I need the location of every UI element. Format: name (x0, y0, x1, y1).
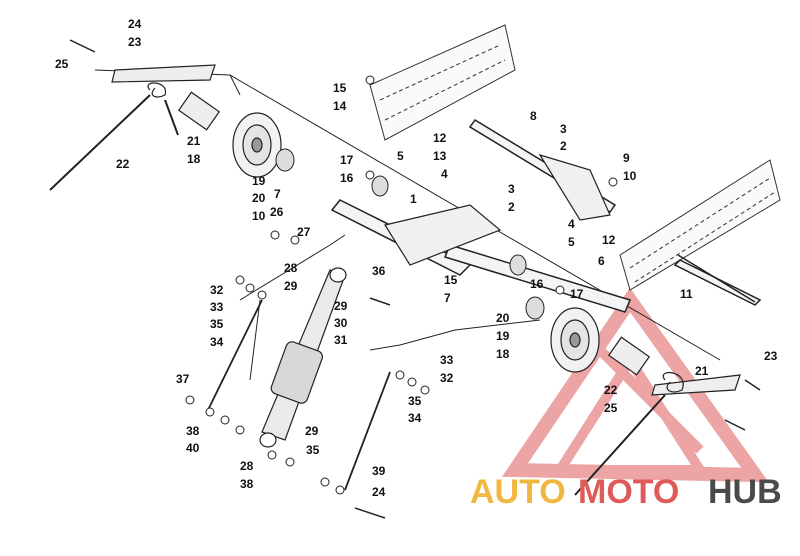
callout-label: 13 (433, 149, 447, 163)
callout-label: 24 (128, 17, 142, 31)
callout-label: 2 (508, 200, 515, 214)
callout-label: 15 (444, 273, 458, 287)
callout-label: 31 (334, 333, 348, 347)
callout-label: 14 (333, 99, 347, 113)
callout-label: 35 (408, 394, 422, 408)
callout-label: 39 (372, 464, 386, 478)
callout-label: 25 (55, 57, 69, 71)
rail-plate-lower (619, 159, 781, 291)
callout-label: 15 (333, 81, 347, 95)
callout-label: 30 (334, 316, 348, 330)
callout-label: 20 (252, 191, 266, 205)
callout-label: 11 (680, 287, 693, 301)
callout-label: 5 (397, 149, 404, 163)
callout-label: 29 (334, 299, 348, 313)
callout-label: 21 (187, 134, 201, 148)
callout-label: 32 (210, 283, 224, 297)
callout-label: 20 (496, 311, 510, 325)
callout-label: 19 (252, 174, 266, 188)
callout-label: 16 (530, 277, 544, 291)
callout-label: 12 (433, 131, 447, 145)
callout-label: 27 (297, 225, 311, 239)
callout-label: 28 (240, 459, 254, 473)
callout-label: 32 (440, 371, 454, 385)
callout-label: 7 (274, 187, 281, 201)
callout-label: 16 (340, 171, 354, 185)
callout-label: 19 (496, 329, 510, 343)
callout-label: 5 (568, 235, 575, 249)
torsion-spring-lower (574, 336, 741, 496)
bearings (275, 148, 545, 320)
callout-label: 36 (372, 264, 386, 278)
shock-absorber (259, 267, 347, 448)
callout-label: 21 (695, 364, 709, 378)
torsion-spring-upper (49, 64, 221, 191)
idler-wheel-lower (550, 307, 600, 373)
callout-label: 34 (408, 411, 422, 425)
callout-label: 12 (602, 233, 616, 247)
callout-label: 28 (284, 261, 298, 275)
callout-label: 17 (340, 153, 354, 167)
callout-label: 23 (764, 349, 778, 363)
watermark-text-hub: HUB (708, 473, 782, 511)
callout-label: 34 (210, 335, 224, 349)
callout-label: 25 (604, 401, 618, 415)
callout-label: 33 (210, 300, 224, 314)
callout-label: 22 (116, 157, 130, 171)
rail-plate-upper (369, 24, 516, 141)
callout-label: 38 (240, 477, 254, 491)
callout-label: 29 (284, 279, 298, 293)
callout-label: 4 (441, 167, 448, 181)
link-rods (207, 299, 391, 491)
callout-label: 40 (186, 441, 200, 455)
callout-label: 33 (440, 353, 454, 367)
callout-label: 4 (568, 217, 575, 231)
callout-label: 18 (187, 152, 201, 166)
callout-label: 3 (508, 182, 515, 196)
callout-label: 35 (306, 443, 320, 457)
callout-label: 37 (176, 372, 190, 386)
callout-label: 1 (410, 192, 417, 206)
callout-label: 10 (252, 209, 266, 223)
idler-wheel-upper (232, 112, 282, 178)
pivot-arm (384, 153, 611, 266)
watermark-text-auto: AUTO (470, 473, 566, 511)
callout-label: 2 (560, 139, 567, 153)
callout-label: 29 (305, 424, 319, 438)
callout-label: 26 (270, 205, 284, 219)
watermark-text-moto: MOTO (578, 473, 679, 511)
callout-label: 35 (210, 317, 224, 331)
callout-label: 7 (444, 291, 451, 305)
callout-label: 22 (604, 383, 618, 397)
washers (185, 75, 618, 495)
bolts (69, 39, 761, 519)
callout-label: 10 (623, 169, 637, 183)
callout-label: 18 (496, 347, 510, 361)
callout-label: 6 (598, 254, 605, 268)
callout-label: 17 (570, 287, 584, 301)
callout-label: 23 (128, 35, 142, 49)
callout-label: 38 (186, 424, 200, 438)
callout-label: 24 (372, 485, 386, 499)
callout-label: 8 (530, 109, 537, 123)
callout-label: 9 (623, 151, 630, 165)
callout-label: 3 (560, 122, 567, 136)
